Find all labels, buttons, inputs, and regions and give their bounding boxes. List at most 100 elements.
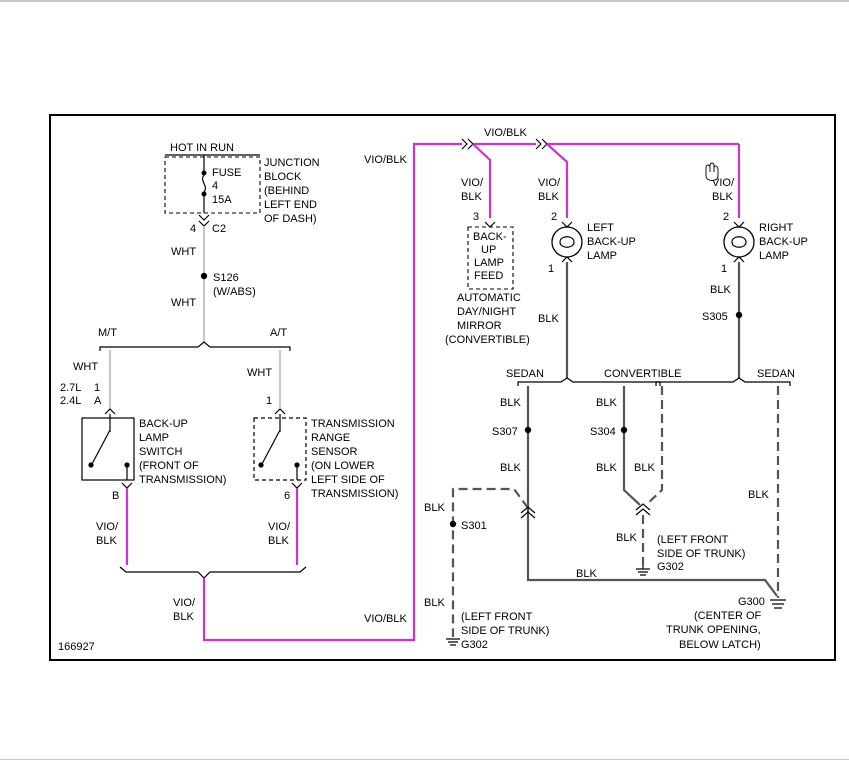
- range-sensor-blade: [261, 429, 281, 465]
- right-lamp-label-2: BACK-UP: [759, 236, 808, 248]
- vio-blk-wire-left-lamp: [546, 143, 569, 218]
- range-sensor-connector: [274, 408, 286, 415]
- backup-switch-label-1: BACK-UP: [139, 418, 188, 430]
- transmission-brace: [99, 341, 291, 351]
- left-lamp-connector-bottom: [561, 256, 573, 263]
- vio-blk-main-run: [202, 142, 462, 642]
- left-lamp-pin-1: 1: [548, 263, 554, 275]
- junction-block-label-5: OF DASH): [264, 213, 317, 225]
- left-lamp-connector-top: [561, 221, 573, 228]
- splice-s126-note: (W/ABS): [213, 286, 256, 298]
- blk-wire-convertible-right: [645, 386, 664, 506]
- right-lamp-pin-1: 1: [721, 263, 727, 275]
- left-lamp-filament: [559, 236, 575, 248]
- connector-c2-symbol-lower: [198, 220, 210, 227]
- splice-s305: [735, 311, 743, 319]
- right-lamp-brace: [655, 377, 791, 386]
- blk-label-at: BLK: [268, 535, 289, 547]
- connector-c2-pin: 4: [190, 223, 196, 235]
- inline-connector-convertible: [635, 503, 651, 516]
- vio-blk-label-bus: VIO/BLK: [484, 127, 527, 139]
- mirror-label-3: MIRROR: [457, 320, 502, 332]
- blk-label-s301-bottom: BLK: [424, 597, 445, 609]
- backup-switch-pin-b: B: [112, 490, 119, 502]
- blk-label-s307-top: BLK: [500, 397, 521, 409]
- fuse-symbol: [201, 174, 207, 193]
- blk-wire-convertible-left: [622, 386, 641, 506]
- mirror-label-2: DAY/NIGHT: [457, 306, 516, 318]
- wht-label-1: WHT: [171, 246, 196, 258]
- g302-right-note-2: SIDE OF TRUNK): [657, 548, 745, 560]
- blk-label-convertible-right: BLK: [634, 462, 655, 474]
- blk-label-right-lamp: BLK: [712, 191, 733, 203]
- ground-g300-icon: [770, 599, 786, 609]
- range-sensor-label-3: SENSOR: [311, 446, 358, 458]
- inline-connector-1: [461, 138, 474, 150]
- g300-note-1: (CENTER OF: [694, 610, 762, 622]
- mirror-pin-3: 3: [473, 211, 479, 223]
- vio-blk-label-top: VIO/BLK: [364, 154, 407, 166]
- right-lamp-connector-top: [733, 221, 745, 228]
- g302-right-note-1: (LEFT FRONT: [657, 534, 729, 546]
- mirror-box-line-3: LAMP: [474, 257, 504, 269]
- range-sensor-label-1: TRANSMISSION: [311, 418, 395, 430]
- blk-label-g300-run: BLK: [576, 568, 597, 580]
- ground-g302-left-icon: [446, 638, 460, 646]
- blk-label-mirror: BLK: [461, 191, 482, 203]
- right-lamp-pin-2: 2: [723, 211, 729, 223]
- splice-s307: [524, 426, 532, 434]
- engine-27l-label: 2.7L: [60, 382, 81, 394]
- mirror-box-line-1: BACK-: [473, 231, 507, 243]
- right-lamp-filament: [731, 236, 747, 248]
- backup-switch-blade: [91, 429, 111, 465]
- junction-block-label-2: BLOCK: [264, 171, 302, 183]
- splice-s126-label: S126: [213, 272, 239, 284]
- range-sensor-pin-6: 6: [284, 490, 290, 502]
- diagram-frame: [49, 114, 836, 661]
- vio-label-mirror: VIO/: [461, 177, 484, 189]
- left-lamp-pin-2: 2: [551, 211, 557, 223]
- vio-label-mt: VIO/: [96, 521, 119, 533]
- range-sensor-contact-left: [258, 462, 264, 468]
- range-sensor-label-4: (ON LOWER: [311, 460, 375, 472]
- splice-s301: [449, 520, 457, 528]
- blk-label-s304-bottom: BLK: [596, 462, 617, 474]
- mirror-connector: [484, 221, 496, 228]
- sedan-label-right: SEDAN: [757, 368, 795, 380]
- range-sensor-box: [253, 417, 307, 481]
- backup-switch-label-2: LAMP: [139, 432, 169, 444]
- splice-s307-label: S307: [492, 426, 518, 438]
- g302-left-label: G302: [461, 639, 488, 651]
- blk-label-sedan-right: BLK: [748, 489, 769, 501]
- junction-block-label-4: LEFT END: [264, 199, 317, 211]
- blk-wire-sedan-left: [526, 386, 778, 597]
- range-sensor-label-2: RANGE: [311, 432, 350, 444]
- g300-label: G300: [738, 596, 765, 608]
- right-lamp-connector-bottom: [733, 256, 745, 263]
- right-lamp-label-3: LAMP: [759, 250, 789, 262]
- ground-g302-right-icon: [636, 568, 650, 576]
- junction-block-box: [164, 156, 261, 214]
- blk-label-g302-right: BLK: [616, 532, 637, 544]
- mirror-box-line-2: UP: [481, 244, 496, 256]
- mt-label: M/T: [98, 327, 117, 339]
- figure-id: 166927: [58, 641, 95, 653]
- range-sensor-connector-6: [291, 482, 303, 489]
- vio-label-main: VIO/: [173, 597, 196, 609]
- wht-label-2: WHT: [171, 297, 196, 309]
- g302-right-label: G302: [657, 561, 684, 573]
- mirror-label-1: AUTOMATIC: [457, 292, 521, 304]
- wht-label-at: WHT: [247, 367, 272, 379]
- blk-label-s301-top: BLK: [424, 502, 445, 514]
- vio-blk-wire-mirror: [472, 143, 492, 218]
- backup-switch-contact-left: [88, 462, 94, 468]
- backup-switch-label-4: (FRONT OF: [139, 460, 199, 472]
- g300-note-2: TRUNK OPENING,: [666, 624, 761, 636]
- convertible-label: CONVERTIBLE: [604, 368, 681, 380]
- junction-block-label-1: JUNCTION: [264, 157, 320, 169]
- splice-s126: [200, 272, 208, 280]
- blk-label-s307-bottom: BLK: [500, 462, 521, 474]
- backup-lamp-switch-box: [81, 417, 135, 481]
- range-sensor-pin-1: 1: [266, 395, 272, 407]
